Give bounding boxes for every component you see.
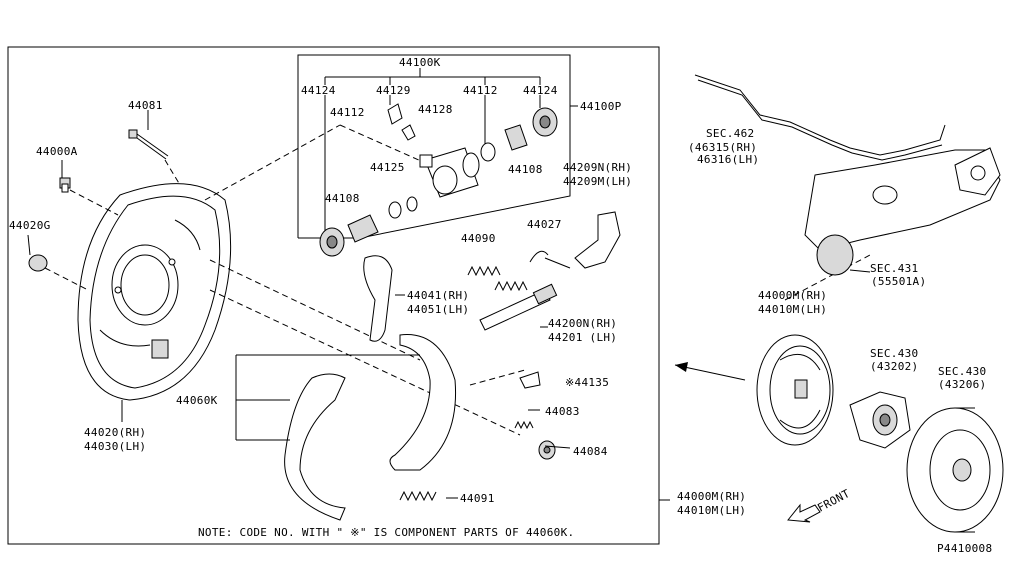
note-text: NOTE: CODE NO. WITH " ※" IS COMPONENT PA…	[198, 526, 574, 539]
label-44081: 44081	[128, 99, 163, 112]
leader-lines	[27, 110, 871, 501]
front-label: FRONT	[815, 487, 852, 515]
label-44060K: 44060K	[176, 394, 218, 407]
brake-shoes	[284, 334, 457, 521]
label-44090: 44090	[461, 232, 496, 245]
label-46316: 46316(LH)	[697, 153, 759, 166]
parking-lever	[363, 255, 393, 342]
backing-plate	[77, 183, 232, 401]
label-sec431: SEC.431	[870, 262, 918, 275]
label-44112-right: 44112	[463, 84, 498, 97]
label-44209N: 44209N(RH)	[563, 161, 632, 174]
label-44201: 44201 (LH)	[548, 331, 617, 344]
label-44000M-bottom: 44000M(RH)	[677, 490, 746, 503]
label-44010M-right: 44010M(LH)	[758, 303, 827, 316]
label-44100P: 44100P	[580, 100, 622, 113]
label-44027: 44027	[527, 218, 562, 231]
dashed-guides	[44, 124, 871, 436]
label-44100K: 44100K	[399, 56, 441, 69]
label-44020RH: 44020(RH)	[84, 426, 146, 439]
label-44030LH: 44030(LH)	[84, 440, 146, 453]
label-46315: (46315(RH)	[688, 141, 757, 154]
label-44084: 44084	[573, 445, 608, 458]
wheel-cylinder-kit-box	[297, 54, 571, 239]
label-44108-left: 44108	[325, 192, 360, 205]
bolt-44081	[128, 129, 169, 160]
label-44108-right: 44108	[508, 163, 543, 176]
label-44124-left: 44124	[301, 84, 336, 97]
front-arrow-icon	[787, 503, 821, 523]
part-labels: 44100K 44124 44129 44112 44128 44112 441…	[9, 56, 986, 517]
label-44135: ※44135	[565, 376, 609, 389]
label-sec430-a: SEC.430	[870, 347, 918, 360]
label-44209M: 44209M(LH)	[563, 175, 632, 188]
bolt-44000A	[59, 177, 71, 193]
label-44129: 44129	[376, 84, 411, 97]
main-frame	[7, 46, 660, 545]
label-sec430-b: SEC.430	[938, 365, 986, 378]
label-44200N: 44200N(RH)	[548, 317, 617, 330]
label-44083: 44083	[545, 405, 580, 418]
wheel-cylinder	[419, 147, 480, 198]
label-44125: 44125	[370, 161, 405, 174]
hub-bearing	[849, 391, 911, 449]
label-55501A: (55501A)	[871, 275, 926, 288]
springs	[399, 250, 571, 502]
label-44091: 44091	[460, 492, 495, 505]
label-44000M-right: 44000M(RH)	[758, 289, 827, 302]
label-44020G: 44020G	[9, 219, 51, 232]
label-43206: (43206)	[938, 378, 986, 391]
label-44128: 44128	[418, 103, 453, 116]
label-44041: 44041(RH)	[407, 289, 469, 302]
rear-axle-assembly	[694, 74, 1001, 276]
brake-drum	[906, 407, 1004, 533]
label-44124-right: 44124	[523, 84, 558, 97]
kit-bracket	[324, 68, 578, 235]
label-43202: (43202)	[870, 360, 918, 373]
reference-arrow	[674, 362, 746, 381]
label-44000A: 44000A	[36, 145, 78, 158]
adjuster	[479, 283, 558, 331]
boots-and-pistons	[319, 103, 558, 257]
adjuster-lever	[574, 211, 621, 269]
diagram-id: P4410008	[937, 542, 992, 555]
label-44112-left: 44112	[330, 106, 365, 119]
label-44051: 44051(LH)	[407, 303, 469, 316]
plug-44020G	[28, 254, 48, 272]
label-sec462: SEC.462	[706, 127, 754, 140]
brake-assembly-right	[756, 334, 834, 446]
hold-down-parts	[519, 371, 556, 460]
label-44010M-bottom: 44010M(LH)	[677, 504, 746, 517]
